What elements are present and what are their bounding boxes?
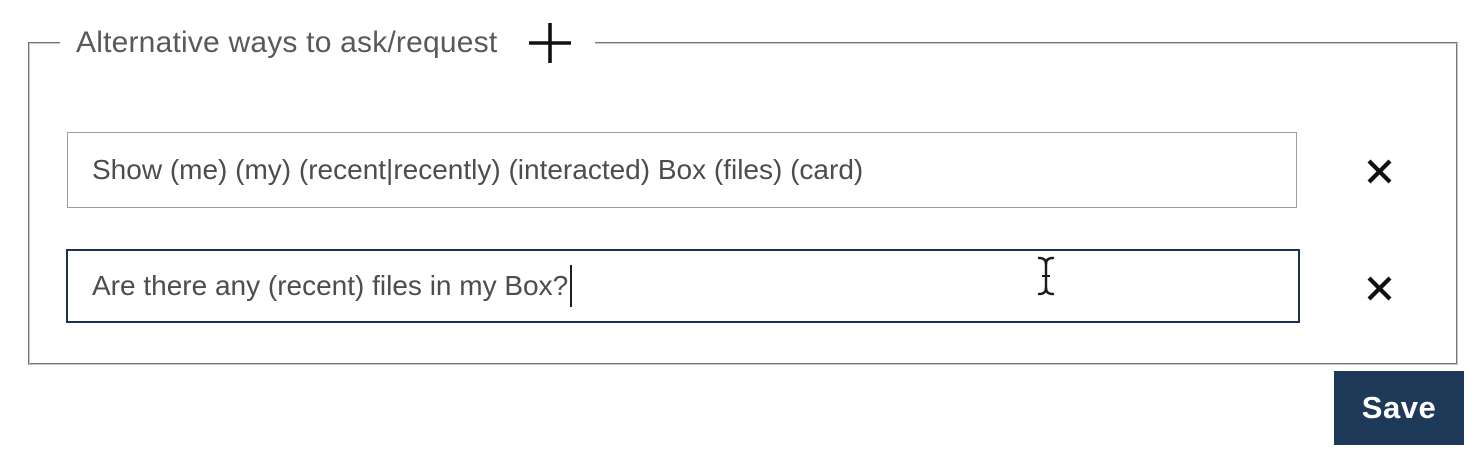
alternatives-legend-label: Alternative ways to ask/request <box>76 26 498 59</box>
alternative-input-2[interactable]: Are there any (recent) files in my Box? <box>66 249 1300 323</box>
text-caret <box>570 265 573 307</box>
alternatives-fieldset: Alternative ways to ask/request <box>28 20 1458 365</box>
x-icon <box>1366 275 1393 302</box>
remove-alternative-2-button[interactable] <box>1355 264 1403 312</box>
alternatives-legend: Alternative ways to ask/request <box>60 20 595 66</box>
remove-alternative-1-button[interactable] <box>1355 147 1403 195</box>
alternative-input-1[interactable]: Show (me) (my) (recent|recently) (intera… <box>67 132 1297 208</box>
plus-icon <box>528 21 572 65</box>
save-button[interactable]: Save <box>1334 371 1464 445</box>
alternative-input-1-value: Show (me) (my) (recent|recently) (intera… <box>92 154 864 185</box>
add-alternative-button[interactable] <box>527 20 573 66</box>
alternative-input-2-value: Are there any (recent) files in my Box? <box>92 270 569 301</box>
x-icon <box>1366 158 1393 185</box>
